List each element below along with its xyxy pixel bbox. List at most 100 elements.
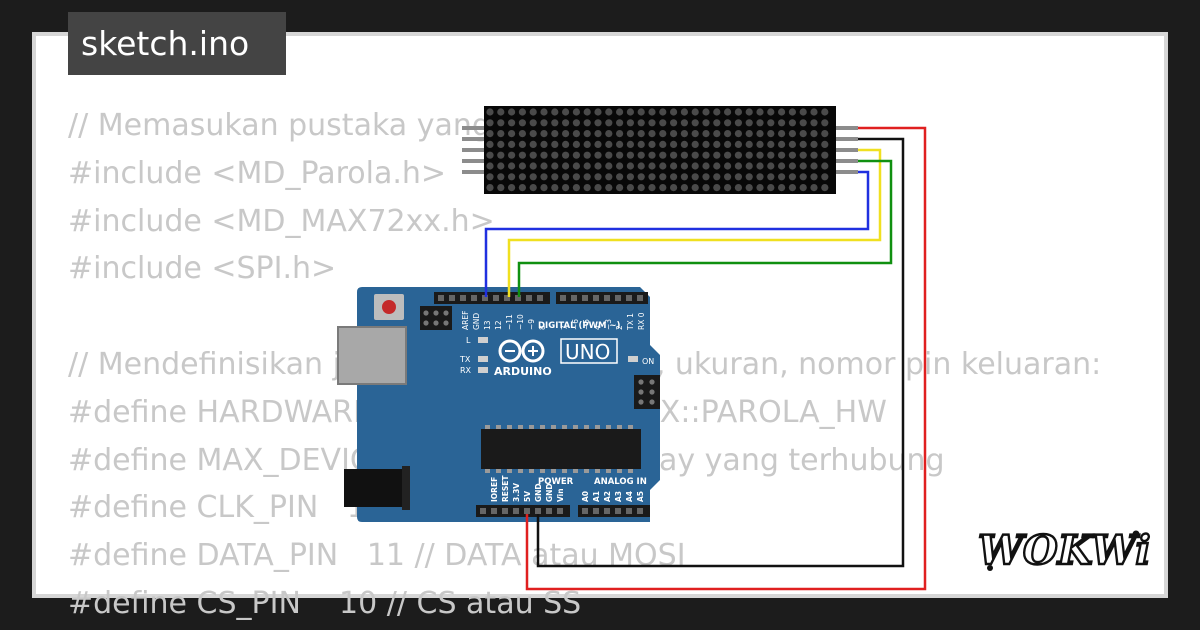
header-hole (537, 295, 543, 301)
matrix-dot (821, 173, 829, 181)
wire-din[interactable] (484, 170, 870, 297)
matrix-dot (626, 130, 635, 138)
matrix-dot (540, 119, 548, 127)
matrix-dot (799, 119, 807, 127)
matrix-dot (659, 162, 667, 170)
digital-header (434, 292, 648, 304)
matrix-dot (626, 119, 635, 127)
matrix-dot (616, 173, 624, 181)
matrix-dot (540, 140, 548, 148)
matrix-dot (756, 162, 764, 170)
chip-pin (518, 469, 523, 473)
matrix-dot (702, 130, 710, 138)
digital-pin-label: 13 (483, 320, 492, 330)
matrix-dot (540, 173, 548, 181)
file-tab[interactable]: sketch.ino (68, 12, 286, 75)
analog-pin-label: A4 (625, 491, 634, 502)
chip-pin (584, 469, 589, 473)
digital-pin-label: GND (472, 313, 481, 330)
chip-pin (540, 469, 545, 473)
matrix-dot (508, 184, 516, 192)
chip-pin (617, 469, 622, 473)
matrix-dot (626, 162, 635, 170)
header-hole (582, 295, 588, 301)
chip-pin (507, 425, 512, 429)
matrix-dot (551, 140, 559, 148)
digital-pin-label: 2 (615, 325, 624, 330)
chip-pin (551, 469, 556, 473)
matrix-dot (518, 173, 527, 181)
matrix-dot (626, 184, 635, 192)
matrix-dot (497, 184, 505, 192)
matrix-dot (648, 108, 656, 116)
matrix-dot (572, 173, 581, 181)
header-hole (582, 508, 588, 514)
matrix-dot (616, 151, 624, 159)
matrix-dot (670, 173, 678, 181)
matrix-dot (745, 162, 753, 170)
matrix-dot (702, 119, 710, 127)
led-matrix-module[interactable] (462, 106, 858, 194)
analog-title: ANALOG IN (594, 477, 647, 487)
digital-pin-label: 7 (560, 325, 569, 330)
analog-pin-label: A3 (614, 491, 623, 502)
matrix-dot (724, 162, 732, 170)
matrix-dot (756, 151, 764, 159)
wire-gnd[interactable] (536, 137, 905, 568)
header-hole (491, 508, 497, 514)
digital-pin-label: 8 (538, 325, 547, 330)
matrix-dot (551, 151, 559, 159)
digital-pin-label: ~5 (582, 319, 591, 330)
chip-pin (628, 469, 633, 473)
header-hole (480, 508, 486, 514)
power-pin-label: 3.3V (512, 483, 521, 502)
matrix-dot (810, 173, 818, 181)
header-hole (615, 295, 621, 301)
header-hole (535, 508, 541, 514)
icsp-header-top (420, 306, 452, 330)
matrix-dot (497, 173, 505, 181)
header-hole (604, 508, 610, 514)
matrix-dot (616, 108, 624, 116)
matrix-dot (497, 140, 505, 148)
matrix-dot (670, 130, 678, 138)
chip-pin (573, 469, 578, 473)
matrix-dot (702, 108, 710, 116)
analog-pin-label: A0 (581, 491, 590, 502)
matrix-dot (724, 140, 732, 148)
matrix-dot (626, 108, 635, 116)
power-pin-label: IOREF (490, 477, 499, 502)
led-label-tx: TX (459, 355, 471, 364)
matrix-dot (529, 184, 537, 192)
matrix-dot (745, 173, 753, 181)
wire-clk[interactable] (517, 159, 893, 297)
matrix-dot (637, 173, 645, 181)
matrix-dot (756, 140, 764, 148)
matrix-dot (788, 173, 797, 181)
wire-vcc[interactable] (525, 126, 927, 591)
header-hole (571, 295, 577, 301)
matrix-dot (788, 119, 797, 127)
matrix-dot (713, 140, 721, 148)
matrix-dot (810, 130, 818, 138)
wire-cs[interactable] (507, 148, 882, 297)
matrix-output-pins (836, 126, 858, 174)
digital-pin-label: AREF (461, 311, 470, 330)
matrix-dot (778, 130, 786, 138)
matrix-dot (497, 108, 505, 116)
chip-pin (606, 425, 611, 429)
matrix-dot (756, 184, 764, 192)
matrix-dot (605, 108, 613, 116)
matrix-dot (788, 140, 797, 148)
matrix-dot (724, 151, 732, 159)
matrix-dot (594, 151, 602, 159)
matrix-dot (724, 119, 732, 127)
matrix-dot (788, 130, 797, 138)
matrix-dot (778, 173, 786, 181)
matrix-dot (497, 162, 505, 170)
matrix-dot (637, 108, 645, 116)
chip-pin (595, 425, 600, 429)
reset-button[interactable] (382, 300, 396, 314)
